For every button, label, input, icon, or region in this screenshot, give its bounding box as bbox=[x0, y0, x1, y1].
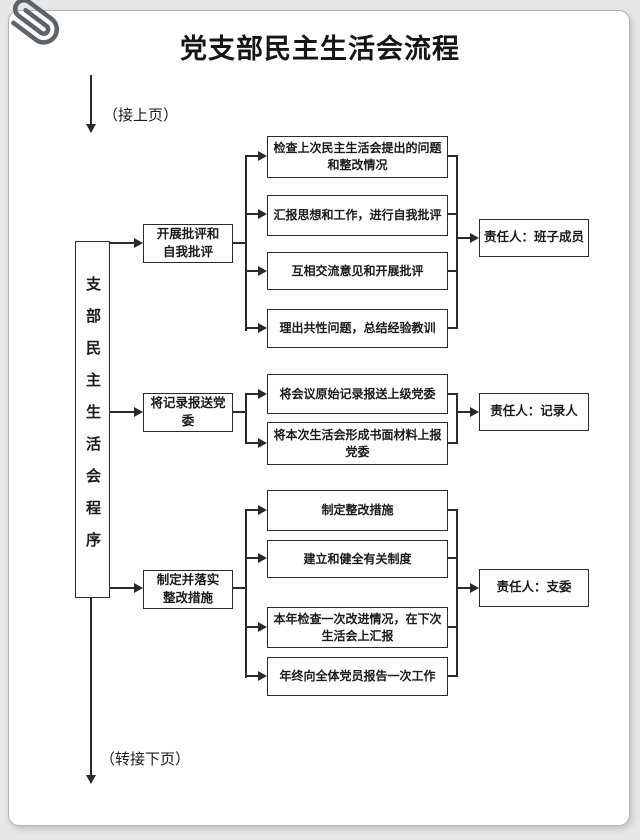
stage3-right-trunk bbox=[456, 509, 458, 677]
bottom-continuation-line bbox=[90, 598, 92, 776]
stage1-step3-arrowhead bbox=[258, 266, 267, 276]
stage3-left-trunk bbox=[245, 509, 247, 678]
stage2-feed-line bbox=[110, 411, 135, 413]
stage3-feed-line bbox=[110, 587, 135, 589]
spine-box: 支部民主生活会程序 bbox=[75, 241, 110, 598]
stage3-step3-arrow-line bbox=[245, 626, 259, 628]
bottom-continuation-label: （转接下页） bbox=[100, 751, 191, 768]
stage1-step3-box: 互相交流意见和开展批评 bbox=[267, 252, 448, 290]
stage1-step4-collect-line bbox=[448, 327, 458, 329]
stage3-step3-box: 本年检查一次改进情况，在下次 生活会上汇报 bbox=[267, 607, 448, 648]
stage1-step3-collect-line bbox=[448, 270, 458, 272]
stage2-left-trunk bbox=[245, 393, 247, 444]
stage3-step3-collect-line bbox=[448, 626, 458, 628]
stage3-step4-arrow-line bbox=[245, 675, 259, 677]
stage3-step1-arrow-line bbox=[245, 509, 259, 511]
stage2-step1-box: 将会议原始记录报送上级党委 bbox=[267, 374, 448, 414]
stage2-step1-collect-line bbox=[448, 393, 458, 395]
stage3-step1-collect-line bbox=[448, 509, 458, 511]
stage1-step2-arrowhead bbox=[258, 209, 267, 219]
stage1-step4-arrow-line bbox=[245, 327, 259, 329]
stage2-step2-arrowhead bbox=[258, 438, 267, 448]
stage1-left-trunk bbox=[245, 155, 247, 331]
stage3-step2-arrowhead bbox=[258, 553, 267, 563]
stage2-step2-collect-line bbox=[448, 442, 458, 444]
stage3-owner-box: 责任人：支委 bbox=[479, 569, 589, 607]
stage2-step1-arrow-line bbox=[245, 393, 259, 395]
stage1-step1-arrow-line bbox=[245, 155, 259, 157]
stage1-step4-arrowhead bbox=[258, 323, 267, 333]
stage1-step1-arrowhead bbox=[258, 151, 267, 161]
stage1-owner-arrowhead bbox=[470, 233, 479, 243]
stage2-owner-arrow-line bbox=[456, 411, 472, 413]
stage1-feed-line bbox=[110, 242, 135, 244]
stage2-trunk-connector bbox=[233, 411, 247, 413]
paperclip-icon bbox=[11, 0, 60, 45]
stage1-feed-arrowhead bbox=[134, 238, 143, 248]
stage2-step2-box: 将本次生活会形成书面材料上报 党委 bbox=[267, 422, 448, 465]
top-continuation-label: （接上页） bbox=[103, 107, 179, 124]
stage3-step4-arrowhead bbox=[258, 671, 267, 681]
stage1-step2-collect-line bbox=[448, 213, 458, 215]
stage3-step2-box: 建立和健全有关制度 bbox=[267, 540, 448, 578]
stage1-step3-arrow-line bbox=[245, 270, 259, 272]
stage1-box: 开展批评和 自我批评 bbox=[143, 224, 233, 263]
stage1-owner-box: 责任人：班子成员 bbox=[479, 219, 589, 257]
top-continuation-arrowhead bbox=[86, 124, 96, 133]
stage3-feed-arrowhead bbox=[134, 583, 143, 593]
stage3-box: 制定并落实 整改措施 bbox=[143, 570, 233, 609]
stage1-step2-box: 汇报思想和工作，进行自我批评 bbox=[267, 195, 448, 236]
bottom-continuation-arrowhead bbox=[86, 775, 96, 784]
stage2-feed-arrowhead bbox=[134, 407, 143, 417]
stage1-step4-box: 理出共性问题，总结经验教训 bbox=[267, 309, 448, 348]
stage3-step2-arrow-line bbox=[245, 557, 259, 559]
stage2-owner-arrowhead bbox=[470, 407, 479, 417]
stage2-right-trunk bbox=[456, 393, 458, 444]
page-title: 党支部民主生活会流程 bbox=[180, 34, 460, 64]
stage3-owner-arrow-line bbox=[456, 587, 472, 589]
stage1-step1-collect-line bbox=[448, 155, 458, 157]
stage2-box: 将记录报送党 委 bbox=[143, 393, 233, 432]
stage3-step2-collect-line bbox=[448, 557, 458, 559]
stage3-owner-arrowhead bbox=[470, 583, 479, 593]
stage3-step4-box: 年终向全体党员报告一次工作 bbox=[267, 657, 448, 696]
stage2-step2-arrow-line bbox=[245, 442, 259, 444]
stage3-step1-box: 制定整改措施 bbox=[267, 490, 448, 531]
stage1-trunk-connector bbox=[233, 242, 247, 244]
stage1-step1-box: 检查上次民主生活会提出的问题 和整改情况 bbox=[267, 136, 448, 178]
stage1-step2-arrow-line bbox=[245, 213, 259, 215]
stage1-owner-arrow-line bbox=[456, 237, 472, 239]
stage3-step4-collect-line bbox=[448, 675, 458, 677]
stage3-step1-arrowhead bbox=[258, 505, 267, 515]
top-continuation-line bbox=[90, 75, 92, 125]
stage1-right-trunk bbox=[456, 155, 458, 329]
stage3-step3-arrowhead bbox=[258, 622, 267, 632]
stage3-trunk-connector bbox=[233, 587, 247, 589]
stage2-step1-arrowhead bbox=[258, 389, 267, 399]
stage2-owner-box: 责任人：记录人 bbox=[479, 393, 589, 431]
